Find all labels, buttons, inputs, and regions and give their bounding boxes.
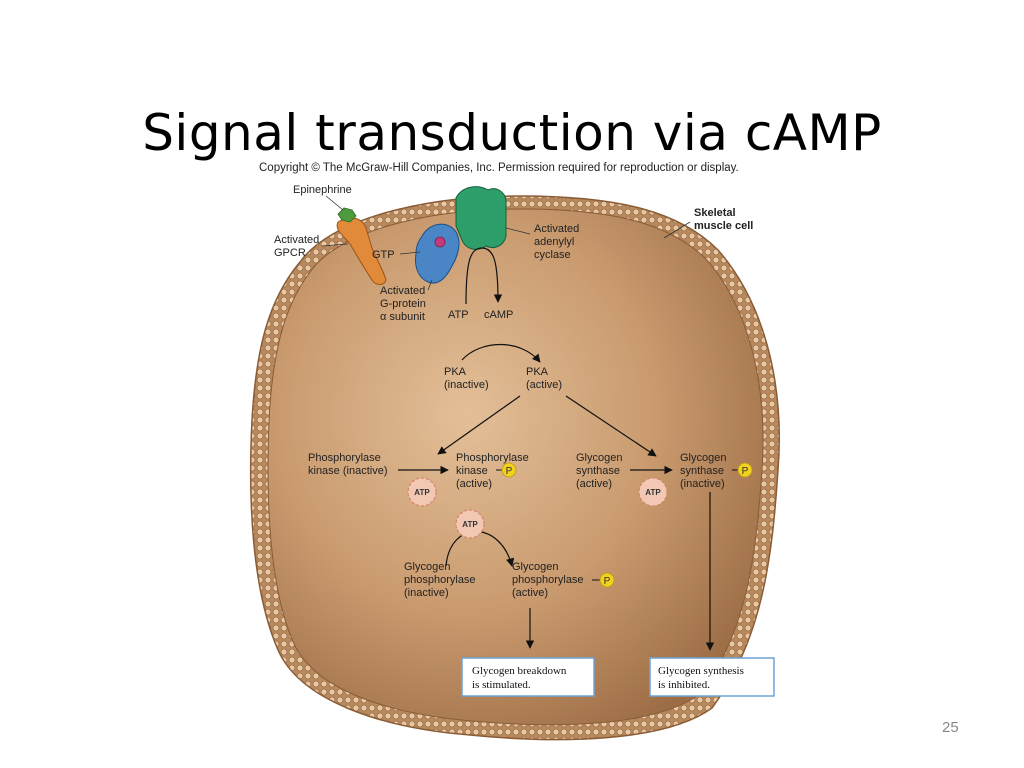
copyright-notice: Copyright © The McGraw-Hill Companies, I… <box>259 162 739 174</box>
slide-title: Signal transduction via cAMP <box>142 104 882 162</box>
glycogen-phos-inactive-label-2: phosphorylase <box>404 574 476 586</box>
atp-burst-2: ATP <box>638 477 668 507</box>
phos-kinase-active-label-1: Phosphorylase <box>456 452 529 464</box>
atp-label: ATP <box>448 309 469 321</box>
atp-burst-1: ATP <box>407 477 437 507</box>
synthase-active-label-3: (active) <box>576 478 612 490</box>
epinephrine-molecule-icon <box>337 207 357 223</box>
synthase-inactive-label-3: (inactive) <box>680 478 725 490</box>
breakdown-box <box>461 657 595 697</box>
svg-text:P: P <box>604 576 611 587</box>
skeletal-cell-label-2: muscle cell <box>694 220 753 232</box>
activated-gpcr-label-2: GPCR <box>274 247 306 259</box>
synthesis-box-line-2: is inhibited. <box>658 679 710 691</box>
epinephrine-label: Epinephrine <box>293 184 352 196</box>
atp-burst-3: ATP <box>455 509 485 539</box>
atp-burst-label: ATP <box>462 520 478 529</box>
phos-kinase-active-label-2: kinase <box>456 465 488 477</box>
synthase-inactive-label-1: Glycogen <box>680 452 726 464</box>
pka-to-synthase-arrow <box>565 395 657 457</box>
phosphate-3: P <box>592 572 615 588</box>
gpcr-receptor-icon <box>336 217 387 285</box>
glycogen-phos-active-label-2: phosphorylase <box>512 574 584 586</box>
adenylyl-cyclase-icon <box>455 186 507 250</box>
pka-inactive-label-2: (inactive) <box>444 379 489 391</box>
g-protein-label-1: Activated <box>380 285 425 297</box>
atp-to-camp-arrow <box>465 247 503 305</box>
synthesis-box-line-1: Glycogen synthesis <box>658 665 744 677</box>
activated-gpcr-label-1: Activated <box>274 234 319 246</box>
synthase-active-label-1: Glycogen <box>576 452 622 464</box>
gtp-molecule-icon <box>434 236 446 248</box>
atp-burst-label: ATP <box>414 488 430 497</box>
g-protein-label-2: G-protein <box>380 298 426 310</box>
camp-label: cAMP <box>484 309 513 321</box>
phos-kinase-inactive-label-2: kinase (inactive) <box>308 465 387 477</box>
pka-active-label-1: PKA <box>526 366 549 378</box>
pka-inactive-label-1: PKA <box>444 366 467 378</box>
phosphate-2: P <box>732 462 753 478</box>
pka-active-label-2: (active) <box>526 379 562 391</box>
adenylyl-cyclase-label-1: Activated <box>534 223 579 235</box>
phosphate-1: P <box>496 462 517 478</box>
adenylyl-cyclase-label-2: adenylyl <box>534 236 574 248</box>
phos-kinase-active-label-3: (active) <box>456 478 492 490</box>
adenylyl-cyclase-label-3: cyclase <box>534 249 571 261</box>
synthase-active-label-2: synthase <box>576 465 620 477</box>
synthase-inactive-label-2: synthase <box>680 465 724 477</box>
synthesis-box <box>649 657 775 697</box>
skeletal-cell-label-1: Skeletal <box>694 207 736 219</box>
pka-activation-arrow <box>461 343 541 363</box>
glycogen-phos-inactive-label-3: (inactive) <box>404 587 449 599</box>
breakdown-box-line-2: is stimulated. <box>472 679 531 691</box>
gtp-label: GTP <box>372 249 395 261</box>
glycogen-phos-active-label-1: Glycogen <box>512 561 558 573</box>
svg-text:P: P <box>742 466 749 477</box>
pka-to-phos-kinase-arrow <box>437 395 521 455</box>
page-number: 25 <box>942 719 959 736</box>
phos-kinase-inactive-label-1: Phosphorylase <box>308 452 381 464</box>
breakdown-box-line-1: Glycogen breakdown <box>472 665 567 677</box>
g-protein-label-3: α subunit <box>380 311 425 323</box>
atp-burst-label: ATP <box>645 488 661 497</box>
svg-text:P: P <box>506 466 513 477</box>
glycogen-phos-active-label-3: (active) <box>512 587 548 599</box>
glycogen-phos-inactive-label-1: Glycogen <box>404 561 450 573</box>
